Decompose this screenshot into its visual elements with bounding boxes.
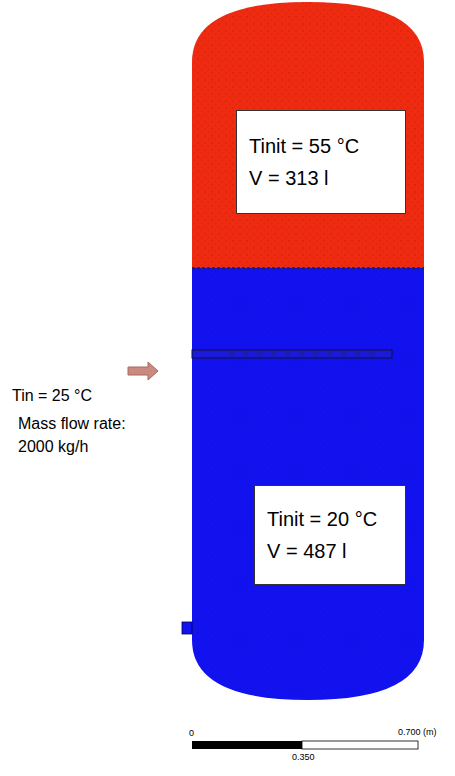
interface-line: [192, 267, 424, 269]
tank-body: [190, 0, 430, 708]
texture: [190, 0, 430, 708]
scale-bar: [192, 741, 418, 749]
value-text: V = 313 l: [249, 162, 393, 194]
outlet: [182, 622, 192, 634]
inlet-pipe: [192, 350, 392, 358]
value-box: Tinit = 20 °CV = 487 l: [254, 485, 406, 585]
inlet-temperature: Tin = 25 °C: [12, 386, 162, 405]
value-box: Tinit = 55 °CV = 313 l: [236, 110, 406, 214]
scale-tick: 0.700 (m): [398, 727, 454, 738]
value-text: Tinit = 20 °C: [267, 503, 393, 535]
scale-tick: 0: [189, 728, 209, 739]
value-text: V = 487 l: [267, 535, 393, 567]
inlet-arrow: [128, 362, 158, 380]
scale-tick: 0.350: [292, 752, 332, 763]
value-text: Tinit = 55 °C: [249, 130, 393, 162]
mass-flow-rate: Mass flow rate: 2000 kg/h: [18, 412, 150, 458]
